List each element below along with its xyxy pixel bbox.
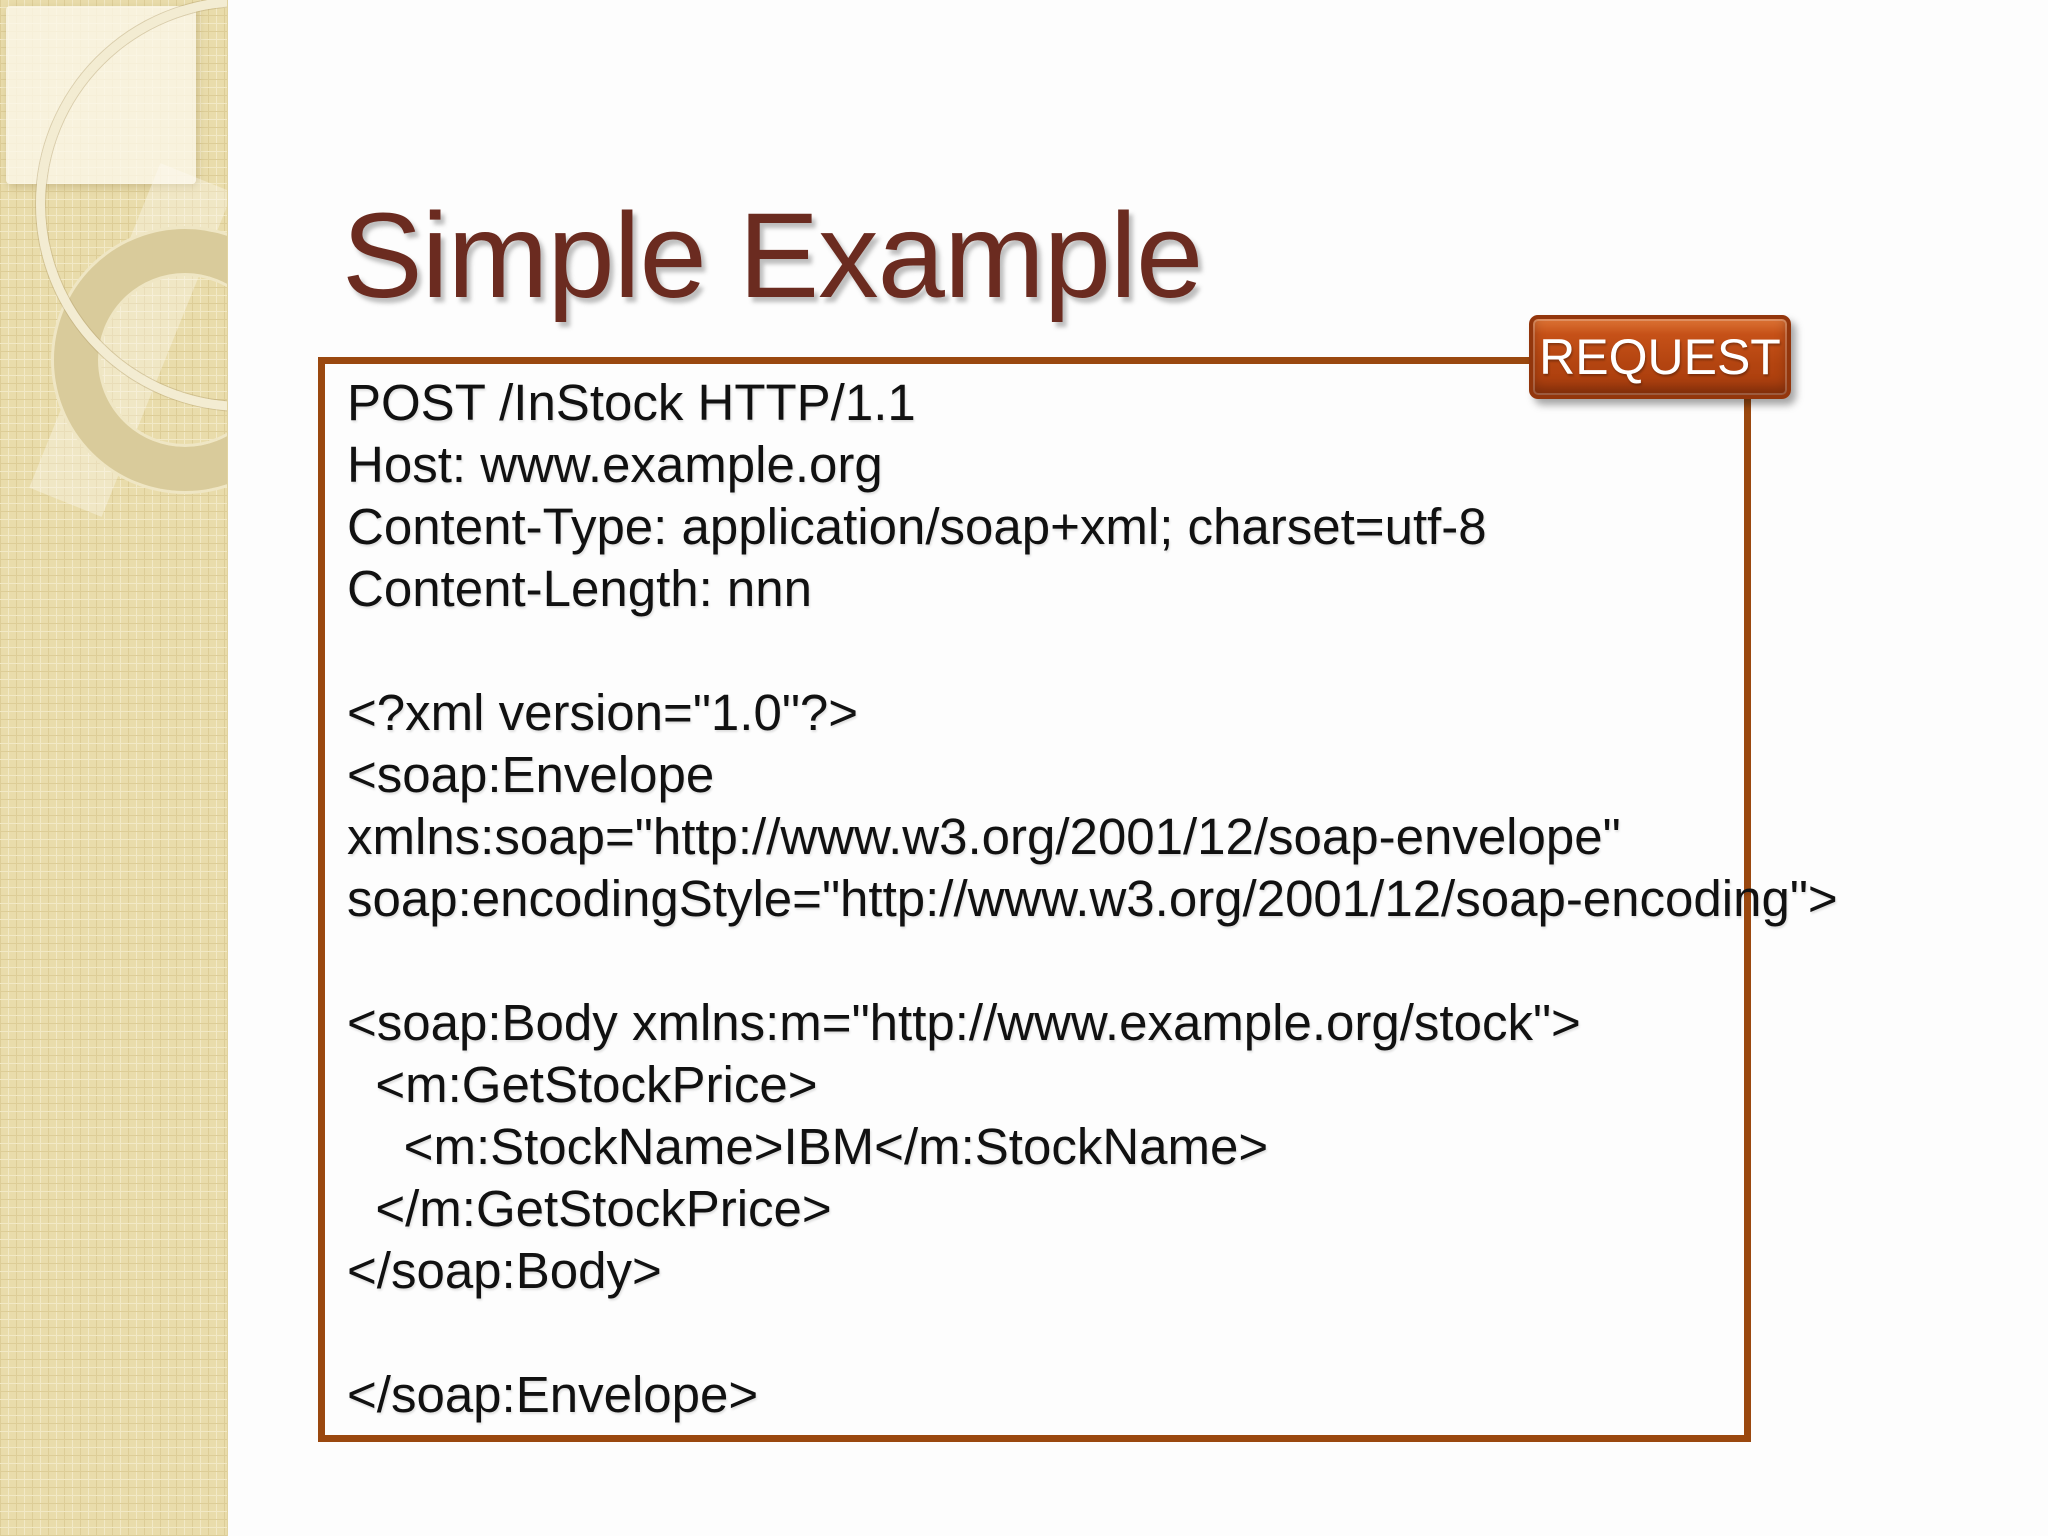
request-badge: REQUEST	[1529, 315, 1791, 399]
decorative-sidebar	[0, 0, 228, 1536]
request-code: POST /InStock HTTP/1.1 Host: www.example…	[347, 374, 1838, 1423]
slide-title: Simple Example	[342, 187, 1203, 324]
request-badge-label: REQUEST	[1539, 329, 1781, 385]
request-code-box: POST /InStock HTTP/1.1 Host: www.example…	[318, 357, 1838, 1442]
